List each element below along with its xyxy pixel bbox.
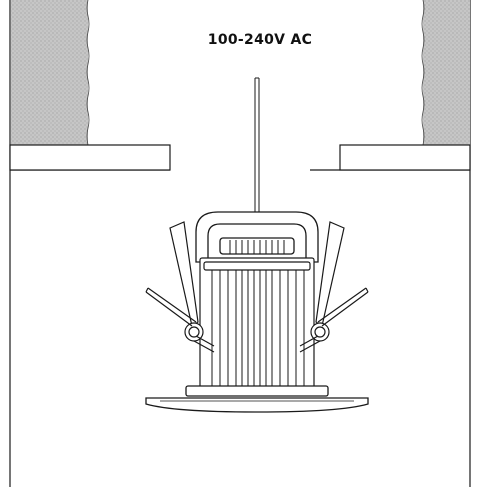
supply-cable	[254, 77, 260, 212]
driver-bracket	[195, 211, 319, 263]
ceiling-board-left	[9, 144, 171, 171]
insulation-right	[421, 0, 470, 146]
light-bezel	[145, 385, 369, 413]
insulation-left	[11, 0, 90, 146]
ceiling-board-right	[339, 144, 471, 171]
heat-sink	[199, 257, 315, 389]
supply-voltage-label: 100-240V AC	[207, 32, 313, 48]
spring-clip-left	[145, 221, 215, 353]
spring-clip-right	[299, 221, 369, 353]
